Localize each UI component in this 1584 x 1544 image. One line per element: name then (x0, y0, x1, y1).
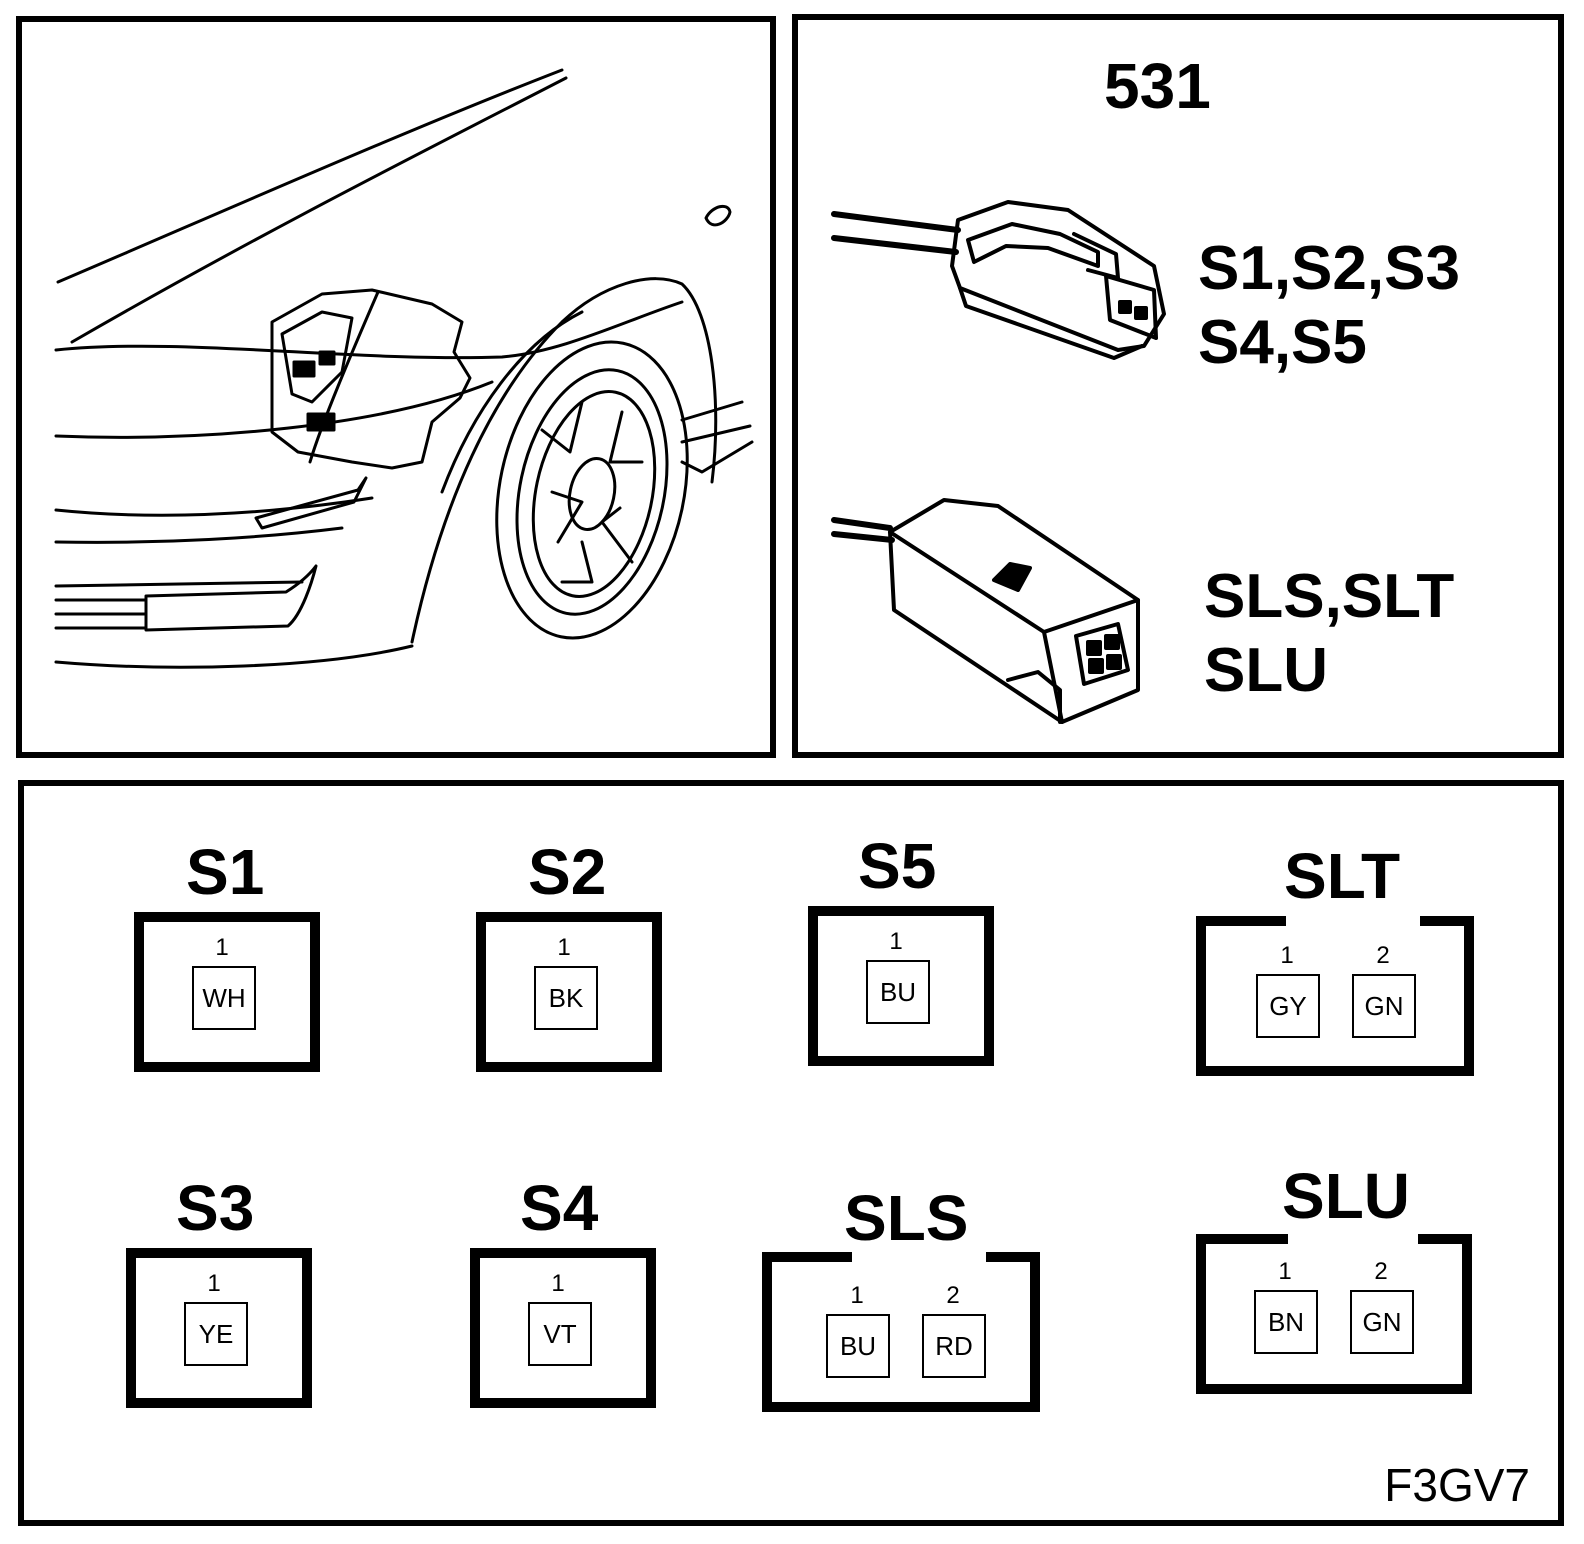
connector-group-label-double: SLS,SLT SLU (1204, 560, 1454, 709)
connector-s2: S2 1 BK (476, 840, 666, 1072)
connector-title: SLU (1282, 1160, 1410, 1232)
connector-housing: 1 BK (476, 912, 662, 1072)
pin-cavity: WH (192, 966, 256, 1030)
pin-number: 1 (1280, 942, 1294, 969)
group-label-line: SLS,SLT (1204, 562, 1455, 631)
housing-latch-notch (1286, 916, 1420, 926)
group-label-line: S4,S5 (1198, 308, 1367, 378)
connector-title: S1 (186, 836, 265, 908)
connector-housing: 1 BU (808, 906, 994, 1066)
two-pin-connector-drawing (831, 498, 1140, 724)
connector-title: SLS (844, 1182, 969, 1254)
connector-housing: 1 GY 2 GN (1196, 916, 1474, 1076)
figure-code: F3GV7 (1384, 1459, 1530, 1511)
pin-cavity: BK (534, 966, 598, 1030)
connector-title: S3 (176, 1172, 255, 1244)
connector-sls: SLS 1 BU 2 RD (762, 1186, 1042, 1418)
pin-cavity: RD (922, 1314, 986, 1378)
pin-cavity: YE (184, 1302, 248, 1366)
pin-cavity: VT (528, 1302, 592, 1366)
connector-s5: S5 1 BU (808, 834, 998, 1066)
connector-s1: S1 1 WH (134, 840, 324, 1072)
connector-housing: 1 YE (126, 1248, 312, 1408)
single-pin-connector-drawing (831, 200, 1166, 360)
housing-latch-notch (852, 1252, 986, 1262)
housing-latch-notch (1288, 1234, 1418, 1244)
connector-slt: SLT 1 GY 2 GN (1196, 844, 1476, 1076)
connector-s3: S3 1 YE (126, 1176, 316, 1408)
connector-housing: 1 VT (470, 1248, 656, 1408)
pin-number: 1 (850, 1282, 864, 1309)
pin-number: 2 (1374, 1258, 1388, 1285)
connector-pinouts-panel: S1 1 WH S2 1 BK S5 1 BU SLT 1 GY 2 GN (18, 780, 1564, 1526)
connector-group-label-single: S1,S2,S3 S4,S5 (1198, 232, 1460, 381)
connector-types-panel: 531 S1,S (792, 14, 1564, 758)
pin-number: 1 (889, 928, 903, 955)
group-label-line: S1,S2,S3 (1198, 234, 1460, 303)
pin-number: 1 (557, 934, 571, 961)
pin-cavity: BU (826, 1314, 890, 1378)
connector-title: S2 (528, 836, 607, 908)
connector-title: S5 (858, 830, 937, 902)
pin-cavity: GN (1352, 974, 1416, 1038)
connector-drawings (831, 200, 1166, 724)
connector-housing: 1 WH (134, 912, 320, 1072)
pin-number: 1 (215, 934, 229, 961)
group-label-line: SLU (1204, 636, 1328, 706)
pin-cavity: GN (1350, 1290, 1414, 1354)
pin-number: 1 (551, 1270, 565, 1297)
pin-cavity: BU (866, 960, 930, 1024)
pin-cavity: BN (1254, 1290, 1318, 1354)
pin-number: 1 (1278, 1258, 1292, 1285)
pin-number: 2 (1376, 942, 1390, 969)
connector-s4: S4 1 VT (470, 1176, 660, 1408)
connector-number: 531 (1104, 50, 1211, 122)
pin-cavity: GY (1256, 974, 1320, 1038)
pin-number: 2 (946, 1282, 960, 1309)
connector-slu: SLU 1 BN 2 GN (1196, 1164, 1476, 1396)
connector-title: SLT (1284, 840, 1401, 912)
car-illustration-panel (16, 16, 776, 758)
car-front-drawing (54, 68, 754, 669)
connector-housing: 1 BN 2 GN (1196, 1234, 1472, 1394)
connector-title: S4 (520, 1172, 599, 1244)
connector-housing: 1 BU 2 RD (762, 1252, 1040, 1412)
pin-number: 1 (207, 1270, 221, 1297)
